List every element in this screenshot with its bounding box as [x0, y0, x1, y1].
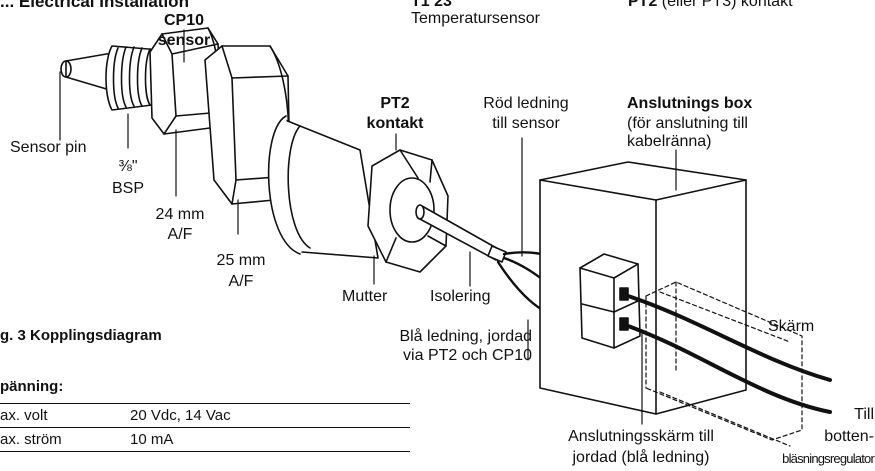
spec-value: 10 mA — [130, 427, 410, 452]
t1-label: Temperatursensor — [411, 10, 540, 27]
isolation-tube-shape — [415, 204, 507, 263]
mutter-label: Mutter — [342, 288, 388, 305]
screen-shielding-shape — [645, 281, 803, 447]
pt2-connector-shape — [367, 149, 449, 273]
table-row: ax. volt 20 Vdc, 14 Vac — [0, 403, 410, 428]
red-wire-label-2: till sensor — [492, 115, 560, 132]
box-title: Anslutnings box — [627, 95, 753, 112]
pt2-label-2: kontakt — [366, 115, 424, 132]
red-wire-label-1: Röd ledning — [483, 95, 569, 112]
screen-label: Skärm — [768, 318, 815, 335]
af24-label-1: 24 mm — [155, 206, 205, 223]
bsp-label: BSP — [111, 180, 144, 197]
blue-wire-label-2: via PT2 och CP10 — [403, 347, 532, 364]
connection-box-shape — [539, 161, 747, 415]
sensor-pin-shape — [60, 51, 121, 94]
af25-label-1: 25 mm — [216, 252, 266, 269]
isolering-label: Isolering — [430, 288, 491, 305]
pt2-note-code: PT2 — [628, 0, 658, 10]
to-regulator-label-2: botten- — [824, 428, 874, 445]
terminal-block-shape — [579, 253, 641, 349]
to-regulator-label-3: bläsningsregulator — [782, 451, 875, 466]
cylinder-shape — [267, 115, 379, 259]
spec-table: ax. volt 20 Vdc, 14 Vac ax. ström 10 mA — [0, 403, 410, 452]
pt2-label-1: PT2 — [380, 95, 410, 112]
terminal-screen-label-2: jordad (blå ledning) — [572, 449, 710, 466]
figure-caption: g. 3 Kopplingsdiagram — [0, 327, 162, 344]
table-row: ax. ström 10 mA — [0, 427, 410, 452]
sensor-pin-label: Sensor pin — [10, 139, 87, 156]
cp10-label-1: CP10 — [163, 12, 205, 29]
spec-label: ax. volt — [0, 403, 130, 428]
cp10-label-2: sensor — [157, 32, 211, 49]
af24-label-2: A/F — [167, 226, 193, 243]
leader-lines — [59, 29, 677, 425]
spec-label: ax. ström — [0, 427, 130, 452]
box-sub-1: (för anslutning till — [627, 115, 748, 132]
pt2-note: PT2 (eller PT3) kontakt — [628, 0, 793, 11]
blue-wire-label-1: Blå ledning, jordad — [399, 328, 532, 345]
bsp-fraction-label: ⅜" — [118, 158, 138, 175]
section-heading: ... Electrical Installation — [0, 0, 189, 11]
to-regulator-label-1: Till — [854, 406, 874, 423]
box-sub-2: kabelränna) — [627, 133, 712, 150]
pt2-note-rest: (eller PT3) kontakt — [661, 0, 793, 10]
af25-label-2: A/F — [228, 273, 254, 290]
spec-value: 20 Vdc, 14 Vac — [130, 403, 410, 428]
t1-code: T1 23 — [411, 0, 452, 10]
terminal-screen-label-1: Anslutningsskärm till — [568, 428, 714, 445]
spec-heading: pänning: — [0, 378, 64, 395]
thread-shape — [105, 45, 161, 111]
output-cables-shape — [626, 294, 832, 414]
